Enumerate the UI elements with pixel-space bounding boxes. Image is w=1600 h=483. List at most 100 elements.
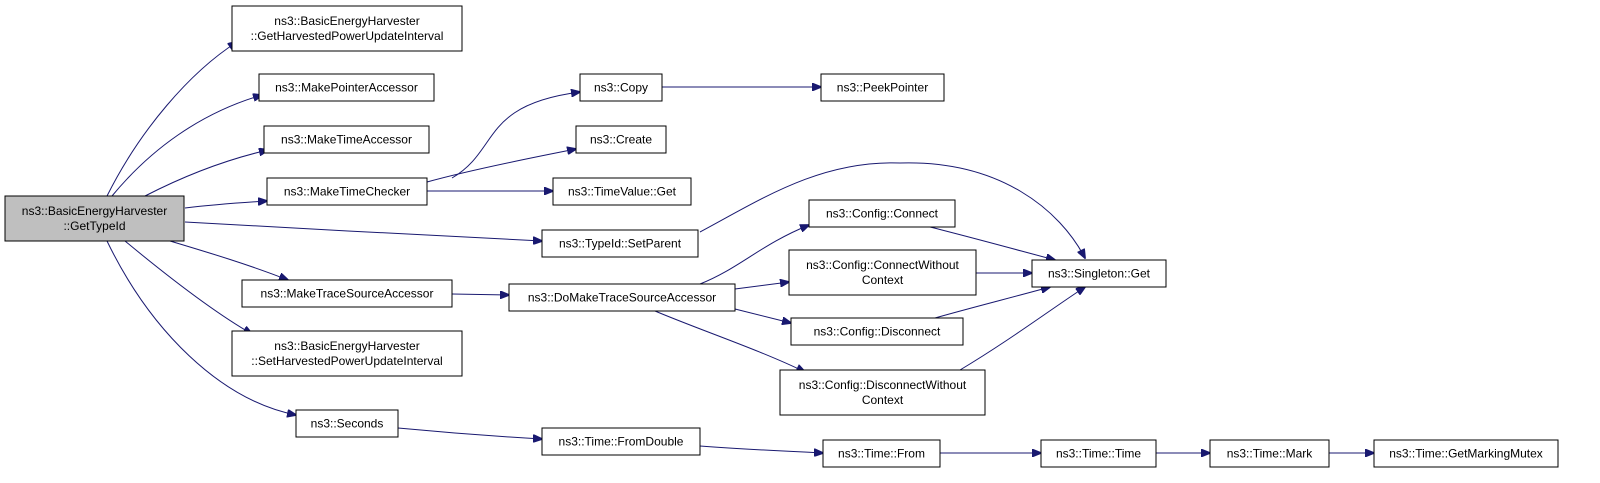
- node-box: [266, 177, 428, 206]
- edge-path: [397, 427, 542, 439]
- node-box: [295, 409, 399, 438]
- node-label: ns3::DoMakeTraceSourceAccessor: [528, 291, 716, 305]
- edge-makeTimeChecker-to-copy: [451, 92, 580, 179]
- node-box: [822, 439, 941, 468]
- edge-doMakeTraceSourceAccessor-to-configConnect: [699, 225, 809, 285]
- edge-path: [929, 226, 1055, 260]
- edge-seconds-to-fromDouble: [397, 427, 542, 439]
- node-box: [1031, 259, 1167, 288]
- node-label: ns3::Config::ConnectWithout: [806, 258, 959, 272]
- edge-path: [144, 150, 268, 197]
- node-getTypeId[interactable]: ns3::BasicEnergyHarvester::GetTypeId: [4, 195, 185, 242]
- node-box: [508, 283, 736, 312]
- node-label: ns3::Config::DisconnectWithout: [799, 378, 967, 392]
- node-getMarkingMutex[interactable]: ns3::Time::GetMarkingMutex: [1373, 439, 1559, 468]
- edge-getTypeId-to-getInterval: [106, 42, 237, 197]
- node-box: [231, 330, 463, 377]
- edge-path: [959, 287, 1085, 371]
- node-label: ::SetHarvestedPowerUpdateInterval: [251, 354, 442, 368]
- node-copy[interactable]: ns3::Copy: [579, 73, 663, 102]
- edge-getTypeId-to-makePointerAccessor: [111, 95, 262, 197]
- edge-path: [169, 240, 288, 280]
- node-timeMark[interactable]: ns3::Time::Mark: [1209, 439, 1330, 468]
- edge-path: [124, 240, 252, 334]
- node-label: ns3::MakePointerAccessor: [275, 81, 418, 95]
- node-label: ns3::Config::Connect: [826, 207, 939, 221]
- edge-path: [734, 308, 791, 323]
- node-box: [263, 125, 430, 154]
- node-setParent[interactable]: ns3::TypeId::SetParent: [541, 229, 699, 258]
- node-label: ns3::Time::Mark: [1227, 447, 1314, 461]
- node-box: [1209, 439, 1330, 468]
- node-label: Context: [862, 273, 904, 287]
- edge-getTypeId-to-setParent: [184, 221, 542, 241]
- edge-path: [106, 42, 237, 197]
- node-label: ns3::Create: [590, 133, 652, 147]
- node-label: ns3::TypeId::SetParent: [559, 237, 682, 251]
- node-box: [788, 249, 977, 296]
- edge-getTypeId-to-setInterval: [124, 240, 252, 334]
- node-label: ns3::TimeValue::Get: [568, 185, 677, 199]
- edge-path: [699, 162, 1085, 258]
- node-doMakeTraceSourceAccessor[interactable]: ns3::DoMakeTraceSourceAccessor: [508, 283, 736, 312]
- node-label: ns3::MakeTraceSourceAccessor: [261, 287, 434, 301]
- edge-path: [451, 92, 580, 179]
- edge-configDisconnect-to-singletonGet: [934, 287, 1050, 319]
- node-setInterval[interactable]: ns3::BasicEnergyHarvester::SetHarvestedP…: [231, 330, 463, 377]
- edge-makeTimeChecker-to-create: [426, 149, 576, 183]
- node-box: [258, 73, 435, 102]
- node-singletonGet[interactable]: ns3::Singleton::Get: [1031, 259, 1167, 288]
- node-box: [808, 199, 956, 228]
- node-box: [541, 229, 699, 258]
- node-box: [541, 427, 701, 456]
- edge-doMakeTraceSourceAccessor-to-configConnectWithoutContext: [734, 282, 789, 290]
- node-box: [779, 369, 986, 416]
- edge-getTypeId-to-makeTraceSourceAccessor: [169, 240, 288, 280]
- node-configConnect[interactable]: ns3::Config::Connect: [808, 199, 956, 228]
- node-box: [1040, 439, 1157, 468]
- node-seconds[interactable]: ns3::Seconds: [295, 409, 399, 438]
- node-label: ns3::Singleton::Get: [1048, 267, 1151, 281]
- node-box: [820, 73, 945, 102]
- node-timeTime[interactable]: ns3::Time::Time: [1040, 439, 1157, 468]
- node-label: Context: [862, 393, 904, 407]
- node-label: ns3::Seconds: [311, 417, 384, 431]
- node-getInterval[interactable]: ns3::BasicEnergyHarvester::GetHarvestedP…: [231, 5, 463, 52]
- edge-path: [734, 282, 789, 290]
- edge-path: [106, 240, 296, 415]
- node-box: [1373, 439, 1559, 468]
- edge-doMakeTraceSourceAccessor-to-configDisconnectWithoutContext: [654, 310, 805, 372]
- edge-path: [654, 310, 805, 372]
- edge-path: [184, 201, 267, 209]
- node-timeFrom[interactable]: ns3::Time::From: [822, 439, 941, 468]
- node-box: [4, 195, 185, 242]
- edge-getTypeId-to-seconds: [106, 240, 296, 415]
- node-makeTraceSourceAccessor[interactable]: ns3::MakeTraceSourceAccessor: [241, 279, 453, 308]
- node-label: ns3::MakeTimeChecker: [284, 185, 410, 199]
- node-label: ns3::BasicEnergyHarvester: [22, 204, 167, 218]
- edge-path: [699, 225, 809, 285]
- node-label: ns3::BasicEnergyHarvester: [274, 14, 419, 28]
- edge-path: [111, 95, 262, 197]
- node-timeValueGet[interactable]: ns3::TimeValue::Get: [552, 177, 692, 206]
- node-makePointerAccessor[interactable]: ns3::MakePointerAccessor: [258, 73, 435, 102]
- node-create[interactable]: ns3::Create: [575, 125, 667, 154]
- edge-doMakeTraceSourceAccessor-to-configDisconnect: [734, 308, 791, 323]
- node-makeTimeAccessor[interactable]: ns3::MakeTimeAccessor: [263, 125, 430, 154]
- node-label: ::GetTypeId: [63, 219, 125, 233]
- node-box: [231, 5, 463, 52]
- edge-getTypeId-to-makeTimeAccessor: [144, 150, 268, 197]
- edge-path: [699, 445, 823, 453]
- node-configDisconnect[interactable]: ns3::Config::Disconnect: [790, 317, 964, 346]
- edge-path: [184, 221, 542, 241]
- node-label: ns3::Time::From: [838, 447, 925, 461]
- node-makeTimeChecker[interactable]: ns3::MakeTimeChecker: [266, 177, 428, 206]
- edge-fromDouble-to-timeFrom: [699, 445, 823, 453]
- node-peekPointer[interactable]: ns3::PeekPointer: [820, 73, 945, 102]
- node-fromDouble[interactable]: ns3::Time::FromDouble: [541, 427, 701, 456]
- node-label: ::GetHarvestedPowerUpdateInterval: [251, 29, 444, 43]
- node-label: ns3::Config::Disconnect: [814, 325, 941, 339]
- edge-path: [451, 294, 509, 295]
